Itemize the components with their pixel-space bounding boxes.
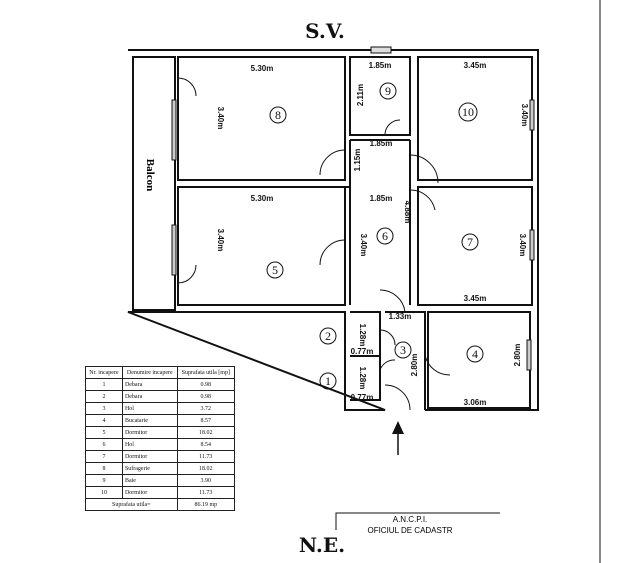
room-area: 8.54 — [176, 438, 236, 451]
room-area: 8.57 — [176, 414, 236, 427]
svg-text:10: 10 — [462, 105, 474, 119]
room-area: 0.98 — [176, 390, 236, 403]
room-number: 8 — [85, 462, 123, 475]
room-area: 18.02 — [176, 426, 236, 439]
doors — [177, 77, 451, 411]
room-name: Sufragerie — [121, 462, 178, 475]
svg-text:2: 2 — [325, 329, 331, 343]
svg-text:3.40m: 3.40m — [518, 234, 527, 257]
svg-text:9: 9 — [385, 84, 391, 98]
svg-text:3.06m: 3.06m — [464, 398, 487, 407]
room-number: 7 — [85, 450, 123, 463]
room-10: 3.45m 3.40m 10 — [458, 61, 529, 127]
svg-text:5.30m: 5.30m — [251, 64, 274, 73]
room-name: Dormitor — [121, 486, 178, 499]
svg-text:1.85m: 1.85m — [370, 139, 393, 148]
room-name: Debara — [121, 390, 178, 403]
room-4: 3.06m 2.80m 4 — [464, 344, 522, 407]
room-3: 1.33m 2.80m 3 — [389, 312, 419, 376]
room-number: 5 — [85, 426, 123, 439]
svg-text:0.77m: 0.77m — [351, 393, 374, 402]
room-2: 2 1.28m 0.77m — [319, 324, 374, 356]
room-number: 2 — [85, 390, 123, 403]
room-name: Dormitor — [121, 426, 178, 439]
svg-text:3.40m: 3.40m — [520, 104, 529, 127]
svg-text:3.45m: 3.45m — [464, 61, 487, 70]
svg-text:1.85m: 1.85m — [369, 61, 392, 70]
orientation-top: S.V. — [305, 19, 345, 43]
room-number: 6 — [85, 438, 123, 451]
room-number: 4 — [85, 414, 123, 427]
svg-text:1.28m: 1.28m — [358, 324, 367, 347]
room-area: 3.72 — [176, 402, 236, 415]
entrance-arrow-icon — [392, 421, 404, 455]
svg-text:5: 5 — [272, 263, 278, 277]
svg-text:1: 1 — [325, 374, 331, 388]
room-name: Debara — [121, 378, 178, 391]
svg-text:8: 8 — [275, 108, 281, 122]
room-area-table: Nr. incapere Denumire incapere Suprafata… — [85, 366, 236, 511]
svg-text:1.33m: 1.33m — [389, 312, 412, 321]
svg-text:A.N.C.P.I.: A.N.C.P.I. — [393, 515, 428, 524]
room-name: Dormitor — [121, 450, 178, 463]
svg-text:1.85m: 1.85m — [370, 194, 393, 203]
room-7: 3.45m 3.40m 7 — [461, 233, 527, 303]
svg-text:1.28m: 1.28m — [358, 367, 367, 390]
room-9: 1.85m 2.11m 9 — [356, 61, 397, 106]
room-name: Hol — [121, 438, 178, 451]
room-area: 18.02 — [176, 462, 236, 475]
room-name: Baie — [121, 474, 178, 487]
room-6: 1.85m 1.85m 1.15m 3.40m 4.88m 6 — [353, 139, 412, 256]
svg-text:3: 3 — [400, 343, 406, 357]
svg-text:0.77m: 0.77m — [351, 347, 374, 356]
svg-text:4.88m: 4.88m — [403, 201, 412, 224]
room-area: 11.73 — [176, 486, 236, 499]
room-number: 3 — [85, 402, 123, 415]
balcony-label: Balcon — [144, 159, 156, 191]
svg-text:3.45m: 3.45m — [464, 294, 487, 303]
svg-text:2.80m: 2.80m — [513, 344, 522, 367]
orientation-bottom: N.E. — [299, 533, 345, 557]
room-name: Bucatarie — [121, 414, 178, 427]
svg-text:OFICIUL DE CADASTR: OFICIUL DE CADASTR — [367, 526, 452, 535]
room-number: 10 — [85, 486, 123, 499]
room-8: 5.30m 3.40m 8 — [216, 64, 287, 130]
svg-text:2.80m: 2.80m — [410, 354, 419, 377]
room-number: 1 — [85, 378, 123, 391]
svg-text:6: 6 — [382, 229, 388, 243]
svg-text:7: 7 — [467, 235, 473, 249]
room-area: 11.73 — [176, 450, 236, 463]
total-value: 86.19 mp — [176, 498, 236, 511]
total-label: Suprafata utila= — [85, 498, 178, 511]
svg-text:4: 4 — [472, 347, 478, 361]
room-1: 1 1.28m 0.77m — [319, 367, 374, 402]
room-area: 0.98 — [176, 378, 236, 391]
room-5: 5.30m 3.40m 5 — [216, 194, 284, 279]
svg-text:3.40m: 3.40m — [359, 234, 368, 257]
room-area: 3.90 — [176, 474, 236, 487]
walls — [127, 46, 539, 411]
svg-text:5.30m: 5.30m — [251, 194, 274, 203]
svg-text:3.40m: 3.40m — [216, 229, 225, 252]
svg-text:1.15m: 1.15m — [353, 149, 362, 172]
room-name: Hol — [121, 402, 178, 415]
cadastre-stamp: A.N.C.P.I. OFICIUL DE CADASTR — [335, 512, 500, 535]
svg-text:2.11m: 2.11m — [356, 84, 365, 106]
svg-text:3.40m: 3.40m — [216, 107, 225, 130]
room-number: 9 — [85, 474, 123, 487]
